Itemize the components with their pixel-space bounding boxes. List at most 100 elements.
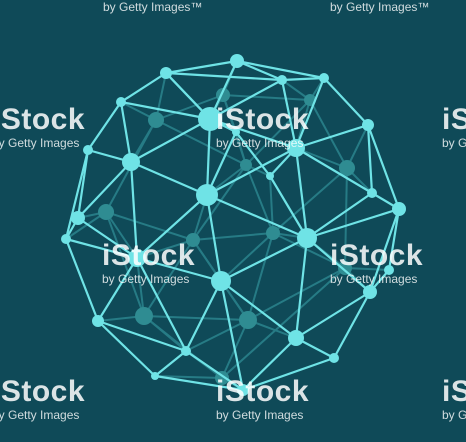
front-edge <box>294 146 309 240</box>
front-edge <box>184 349 245 392</box>
front-edge <box>135 256 188 353</box>
front-edge <box>280 78 298 150</box>
front-edge <box>268 174 309 240</box>
front-node <box>362 119 374 131</box>
front-node <box>232 128 240 136</box>
front-edge <box>76 216 139 260</box>
front-node <box>92 315 104 327</box>
front-edge <box>119 100 133 164</box>
front-node <box>230 54 244 68</box>
watermark-logo-bottom-right: iStock <box>442 375 466 408</box>
back-edge <box>222 94 311 101</box>
watermark-logo-bottom-left: iStock <box>0 375 86 408</box>
front-edge <box>235 59 326 80</box>
front-edge <box>96 256 139 323</box>
front-edge <box>129 117 212 164</box>
back-edge <box>309 99 348 169</box>
front-edge <box>76 160 133 220</box>
front-edge <box>64 237 139 260</box>
front-edge <box>64 148 90 241</box>
back-node <box>148 112 164 128</box>
front-node <box>151 372 159 380</box>
front-edge <box>153 374 245 392</box>
watermark-logo-center: iStock <box>216 103 310 136</box>
back-node <box>338 261 352 275</box>
front-edge <box>332 290 372 360</box>
front-edge <box>294 76 326 150</box>
watermark-credit-top-right: by Getty Images™ <box>330 0 430 14</box>
back-node <box>339 160 355 176</box>
front-node <box>160 67 172 79</box>
back-node <box>266 226 280 240</box>
front-edge <box>208 78 284 121</box>
front-edge <box>294 123 370 150</box>
front-edge <box>305 236 372 294</box>
back-edge <box>247 267 346 321</box>
back-node <box>240 159 252 171</box>
front-edge <box>219 279 245 392</box>
back-edge <box>136 239 194 259</box>
front-edge <box>235 59 284 82</box>
front-node <box>116 97 126 107</box>
back-edge <box>143 239 194 317</box>
front-edge <box>205 193 223 283</box>
front-edge <box>86 100 123 152</box>
back-node <box>98 204 114 220</box>
front-edge <box>305 207 401 240</box>
front-edge <box>219 236 309 283</box>
watermark-credit-top-left: by Getty Images™ <box>103 0 203 14</box>
watermark-credit-mid-right: by Getty Images <box>330 272 418 286</box>
back-edge <box>143 315 187 352</box>
front-edge <box>205 117 212 197</box>
front-node <box>128 249 146 267</box>
front-node <box>363 285 377 299</box>
back-edge <box>143 315 249 321</box>
front-edge <box>241 356 336 392</box>
front-node <box>392 202 406 216</box>
front-edges <box>64 59 401 392</box>
front-edge <box>96 319 188 353</box>
front-edge <box>294 290 372 340</box>
front-edge <box>208 117 298 150</box>
back-node <box>135 307 153 325</box>
front-edge <box>234 130 272 178</box>
front-edge <box>76 148 90 220</box>
watermark-credit-bottom-center: by Getty Images <box>216 408 304 422</box>
front-node <box>329 353 339 363</box>
watermark-logo-mid-right: iStock <box>330 239 424 272</box>
back-edge <box>185 319 249 352</box>
back-edge <box>155 94 224 121</box>
front-nodes <box>61 54 406 396</box>
front-node <box>181 346 191 356</box>
front-edge <box>164 71 284 82</box>
back-edge <box>155 119 247 166</box>
front-edge <box>135 256 223 283</box>
front-node <box>237 384 249 396</box>
back-edge <box>65 211 107 240</box>
front-edge <box>64 237 100 323</box>
front-edge <box>366 123 401 211</box>
back-edge <box>245 99 311 166</box>
watermark-logo-mid-left: iStock <box>102 239 196 272</box>
front-edge <box>322 76 370 127</box>
watermark-credit-mid-left: by Getty Images <box>102 272 190 286</box>
watermark-credit-bottom-left: by Getty Images <box>0 408 80 422</box>
front-edge <box>219 279 298 340</box>
front-edge <box>96 319 157 378</box>
back-edge <box>192 232 274 241</box>
front-node <box>211 271 231 291</box>
back-edge <box>155 72 167 121</box>
front-node <box>384 265 394 275</box>
front-node <box>266 172 274 180</box>
front-edge <box>366 123 374 195</box>
front-node <box>297 228 317 248</box>
front-edge <box>241 336 298 392</box>
front-edge <box>129 160 209 197</box>
back-edge <box>344 167 348 269</box>
watermark-logo-right: iStock <box>442 103 466 136</box>
watermark-credit-center: by Getty Images <box>216 136 304 150</box>
front-edge <box>129 160 139 260</box>
front-node <box>288 330 304 346</box>
back-edge <box>105 211 138 259</box>
